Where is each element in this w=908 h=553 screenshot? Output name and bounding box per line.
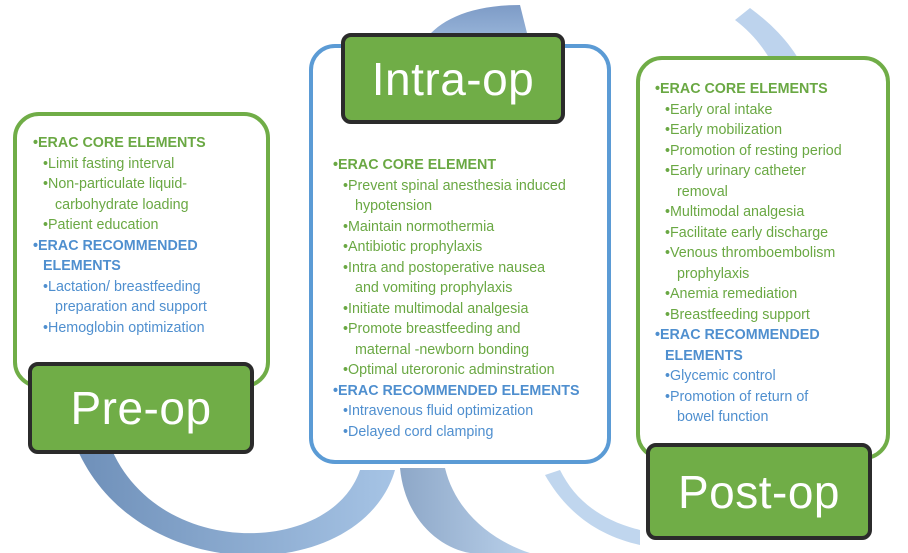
arrow-arc-preop <box>70 430 395 553</box>
list-item-continuation: bowel function <box>677 409 769 425</box>
list-item: •Promote breastfeeding and <box>343 321 521 337</box>
list-item: •Maintain normothermia <box>343 218 495 235</box>
post-op-list: •ERAC CORE ELEMENTS •Early oral intake •… <box>655 79 842 428</box>
list-item: •Venous thromboembolism <box>665 245 836 261</box>
intra-op-label: Intra-op <box>341 33 565 124</box>
list-item: •Limit fasting interval <box>43 155 175 172</box>
list-item: •Promotion of resting period <box>665 142 842 159</box>
intra-op-rec-heading: •ERAC RECOMMENDED ELEMENTS <box>333 382 580 399</box>
list-item: •Non-particulate liquid- <box>43 176 188 192</box>
post-op-label: Post-op <box>646 443 872 540</box>
list-item: •Patient education <box>43 217 159 233</box>
list-item-continuation: hypotension <box>355 198 433 214</box>
list-item: •Early urinary catheter <box>665 163 806 179</box>
list-item-continuation: preparation and support <box>55 299 207 315</box>
pre-op-card <box>13 112 270 388</box>
list-item: •Optimal uteroronic adminstration <box>343 362 555 378</box>
post-op-core-heading: •ERAC CORE ELEMENTS <box>655 81 828 97</box>
pre-op-list: •ERAC CORE ELEMENTS •Limit fasting inter… <box>33 133 207 338</box>
list-item: •Initiate multimodal analgesia <box>343 300 529 317</box>
list-item: •Glycemic control <box>665 368 776 384</box>
list-item: •Prevent spinal anesthesia induced <box>343 177 566 194</box>
arrow-arc-postop-bottom <box>545 470 640 545</box>
post-op-rec-heading: •ERAC RECOMMENDED <box>655 327 820 343</box>
intra-op-list: •ERAC CORE ELEMENT •Prevent spinal anest… <box>333 155 579 442</box>
list-item-continuation: and vomiting prophylaxis <box>355 280 513 296</box>
intra-op-core-heading: •ERAC CORE ELEMENT <box>333 157 497 173</box>
post-op-rec-heading-cont: ELEMENTS <box>665 347 743 364</box>
arrow-arc-intraop-bottom <box>400 468 530 553</box>
list-item-continuation: carbohydrate loading <box>55 196 189 213</box>
list-item: •Lactation/ breastfeeding <box>43 278 201 295</box>
list-item: •Antibiotic prophylaxis <box>343 239 483 255</box>
list-item: •Anemia remediation <box>665 286 798 302</box>
list-item-continuation: prophylaxis <box>677 265 750 282</box>
list-item: •Breastfeeding support <box>665 306 810 323</box>
pre-op-rec-heading-cont: ELEMENTS <box>43 258 121 274</box>
list-item: •Promotion of return of <box>665 388 809 405</box>
pre-op-label: Pre-op <box>28 362 254 454</box>
post-op-card <box>636 56 890 460</box>
list-item: •Intravenous fluid optimization <box>343 403 534 419</box>
list-item: •Early mobilization <box>665 122 783 138</box>
pre-op-rec-heading: •ERAC RECOMMENDED <box>33 237 198 254</box>
list-item: •Facilitate early discharge <box>665 224 829 241</box>
pre-op-core-heading: •ERAC CORE ELEMENTS <box>33 135 206 151</box>
list-item-continuation: maternal -newborn bonding <box>355 341 530 358</box>
list-item-continuation: removal <box>677 183 728 200</box>
list-item: •Early oral intake <box>665 101 773 118</box>
list-item: •Hemoglobin optimization <box>43 319 205 336</box>
list-item: •Multimodal analgesia <box>665 204 805 220</box>
list-item: •Intra and postoperative nausea <box>343 259 546 276</box>
list-item: •Delayed cord clamping <box>343 423 494 440</box>
